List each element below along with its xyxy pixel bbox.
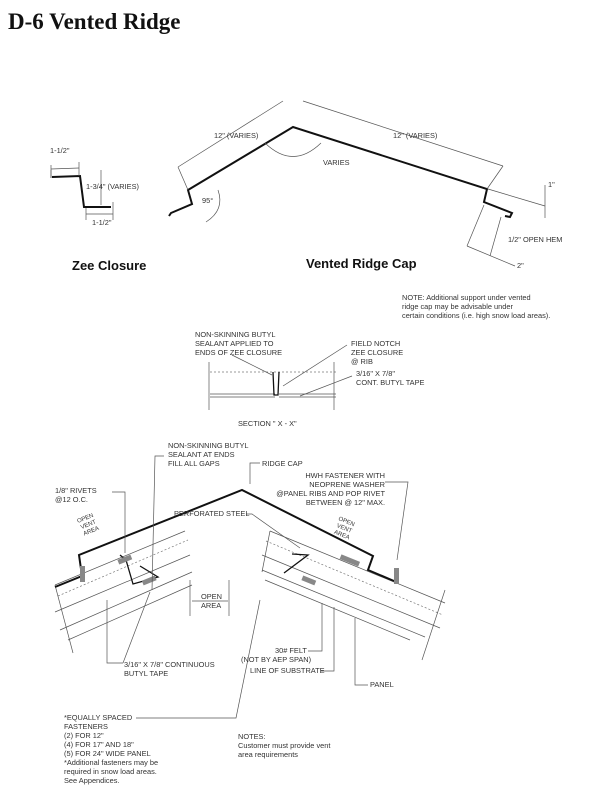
callout-line: NON-SKINNING BUTYL <box>168 441 249 450</box>
zee-closure-caption: Zee Closure <box>72 258 146 273</box>
angle-label: 95° <box>202 196 213 205</box>
callout-line: (NOT BY AEP SPAN) <box>241 655 311 664</box>
callout-line: 3/16" X 7/8" CONTINUOUS <box>124 660 215 669</box>
callout-line: ENDS OF ZEE CLOSURE <box>195 348 282 357</box>
callout-line: @PANEL RIBS AND POP RIVET <box>276 489 385 498</box>
fastener-note-line: (4) FOR 17" AND 18" <box>64 740 134 749</box>
callout-line: CONT. BUTYL TAPE <box>356 378 425 387</box>
dim-label: 1/2" OPEN HEM <box>508 235 562 244</box>
fastener-note-line: required in snow load areas. <box>64 767 157 776</box>
support-note: NOTE: Additional support under vented ri… <box>402 293 550 320</box>
callout-line: FIELD NOTCH <box>351 339 400 348</box>
notes-line: area requirements <box>238 750 298 759</box>
callout-line: BUTYL TAPE <box>124 669 168 678</box>
callout-line: 1/8" RIVETS <box>55 486 97 495</box>
angle-label: VARIES <box>323 158 350 167</box>
label-line: OPEN <box>337 516 355 528</box>
callout-line: BETWEEN @ 12" MAX. <box>306 498 385 507</box>
callout-line: @ RIB <box>351 357 373 366</box>
dim-label: 1-3/4" (VARIES) <box>86 182 139 191</box>
callout-line: ZEE CLOSURE <box>351 348 403 357</box>
ridge-detail: NON-SKINNING BUTYL SEALANT AT ENDS FILL … <box>54 441 446 785</box>
callout-ridge-cap: RIDGE CAP <box>262 459 303 468</box>
callout-line: FILL ALL GAPS <box>168 459 220 468</box>
dim-label: 12" (VARIES) <box>214 131 258 140</box>
zee-closure-profile: 1-1/2" 1-3/4" (VARIES) 1-1/2" Zee Closur… <box>50 146 146 273</box>
callout-line: @12 O.C. <box>55 495 88 504</box>
fastener-note-line: (2) FOR 12" <box>64 731 104 740</box>
section-label: SECTION " X - X" <box>238 419 297 428</box>
open-vent-area-left: OPEN VENT AREA <box>77 513 101 538</box>
dim-label: 1-1/2" <box>92 218 112 227</box>
callout-line: HWH FASTENER WITH <box>305 471 385 480</box>
fastener-note-line: FASTENERS <box>64 722 108 731</box>
label-line: AREA <box>333 530 350 542</box>
label-line: OPEN <box>77 513 95 525</box>
dim-label: 2" <box>517 261 524 270</box>
dim-label: 1" <box>548 180 555 189</box>
ridge-cap-caption: Vented Ridge Cap <box>306 256 417 271</box>
ridge-cap-profile: 12" (VARIES) 12" (VARIES) VARIES 95° 1" … <box>168 100 562 271</box>
note-line: ridge cap may be advisable under <box>402 302 513 311</box>
callout-line: NEOPRENE WASHER <box>309 480 385 489</box>
page-title: D-6 Vented Ridge <box>8 9 181 34</box>
callout-line: 3/16" X 7/8" <box>356 369 395 378</box>
label-line: AREA <box>201 601 221 610</box>
notes-line: Customer must provide vent <box>238 741 330 750</box>
callout-panel: PANEL <box>370 680 394 689</box>
fastener-note-line: (5) FOR 24" WIDE PANEL <box>64 749 151 758</box>
callout-line: NON-SKINNING BUTYL <box>195 330 276 339</box>
dim-label: 12" (VARIES) <box>393 131 437 140</box>
callout-line: 30# FELT <box>275 646 307 655</box>
callout-substrate: LINE OF SUBSTRATE <box>250 666 325 675</box>
dim-label: 1-1/2" <box>50 146 70 155</box>
label-line: VENT <box>336 523 353 535</box>
label-line: VENT <box>80 519 97 531</box>
section-x-x: NON-SKINNING BUTYL SEALANT APPLIED TO EN… <box>195 330 425 428</box>
fastener-note-line: *Additional fasteners may be <box>64 758 158 767</box>
open-vent-area-right: OPEN VENT AREA <box>333 516 355 542</box>
note-line: certain conditions (i.e. high snow load … <box>402 311 550 320</box>
label-line: OPEN <box>201 592 222 601</box>
callout-line: SEALANT APPLIED TO <box>195 339 274 348</box>
note-line: NOTE: Additional support under vented <box>402 293 531 302</box>
callout-perforated-steel: PERFORATED STEEL <box>174 509 249 518</box>
label-line: AREA <box>83 526 100 538</box>
fastener-note-line: *EQUALLY SPACED <box>64 713 132 722</box>
notes-line: NOTES: <box>238 732 266 741</box>
callout-line: SEALANT AT ENDS <box>168 450 235 459</box>
fastener-note-line: See Appendices. <box>64 776 119 785</box>
